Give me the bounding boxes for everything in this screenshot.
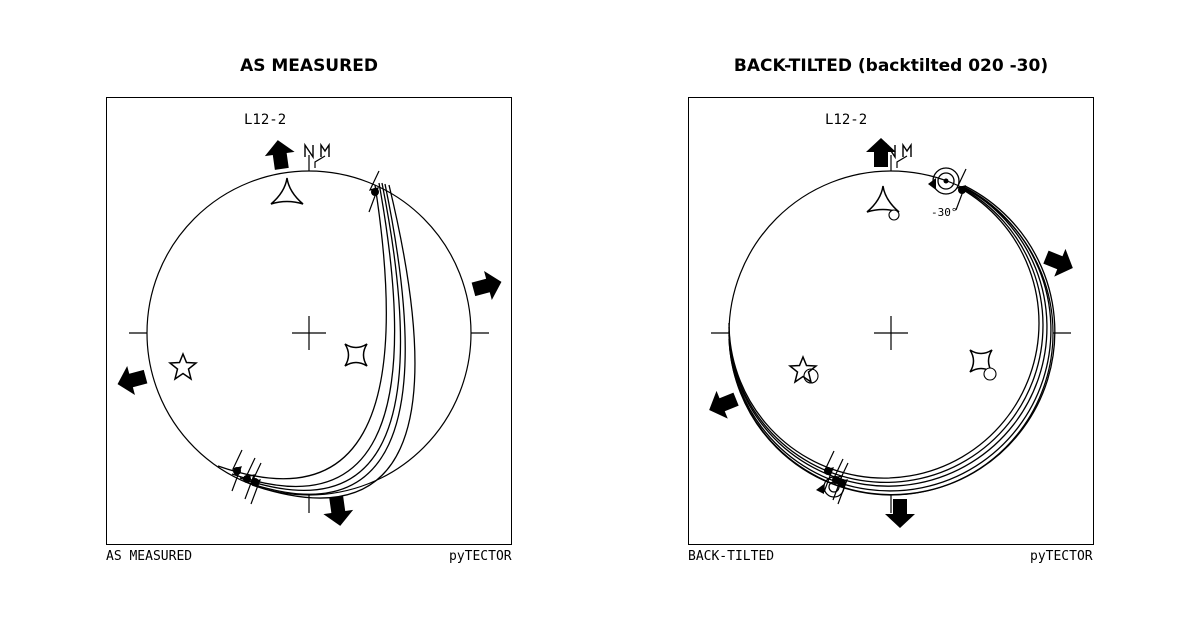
site-label-back-tilted: L12-2 (825, 112, 868, 128)
sigma1-triangle-icon (270, 177, 304, 205)
footer-left-back-tilted: BACK-TILTED (688, 549, 775, 564)
magnetic-north-icon (320, 144, 330, 158)
extension-arrow-icon (703, 385, 742, 424)
rotation-direction-arrow-icon (816, 484, 824, 494)
footer-right-back-tilted: pyTECTOR (1030, 549, 1093, 564)
original-position-marker (803, 368, 819, 384)
bedding-great-circles-rotated (728, 185, 1056, 496)
compression-arrow-icon (321, 495, 356, 528)
declination-mark (896, 155, 908, 168)
bedding-great-circles (217, 182, 416, 499)
panel-title-back-tilted: BACK-TILTED (backtilted 020 -30) (733, 56, 1049, 76)
original-position-marker (888, 209, 900, 221)
rotation-axis-center (943, 178, 949, 184)
declination-mark (314, 155, 326, 168)
extension-arrow-icon (469, 267, 506, 304)
stereonet-as-measured (113, 138, 506, 528)
net-ticks (711, 155, 1071, 513)
compression-arrow-icon (885, 499, 915, 528)
magnetic-north-icon (902, 144, 912, 158)
sigma1-triangle-icon (866, 185, 900, 213)
extension-arrow-icon (113, 362, 150, 399)
rotation-angle-label: -30° (931, 206, 958, 219)
site-label-as-measured: L12-2 (244, 112, 287, 128)
stereonet-frame-back-tilted (688, 97, 1094, 545)
stereonet-frame-as-measured (106, 97, 512, 545)
footer-right-as-measured: pyTECTOR (449, 549, 512, 564)
pole-point (243, 475, 251, 483)
footer-left-as-measured: AS MEASURED (106, 549, 193, 564)
net-ticks (129, 155, 489, 513)
original-position-marker (983, 367, 997, 381)
extension-arrow-icon (1040, 243, 1079, 282)
sigma2-star-icon (344, 343, 368, 367)
compression-arrow-icon (262, 138, 297, 171)
panel-title-as-measured: AS MEASURED (240, 56, 378, 76)
sigma3-star-icon (169, 353, 197, 380)
rotation-direction-arrow-icon (928, 178, 936, 190)
stereonet-back-tilted (703, 138, 1079, 528)
